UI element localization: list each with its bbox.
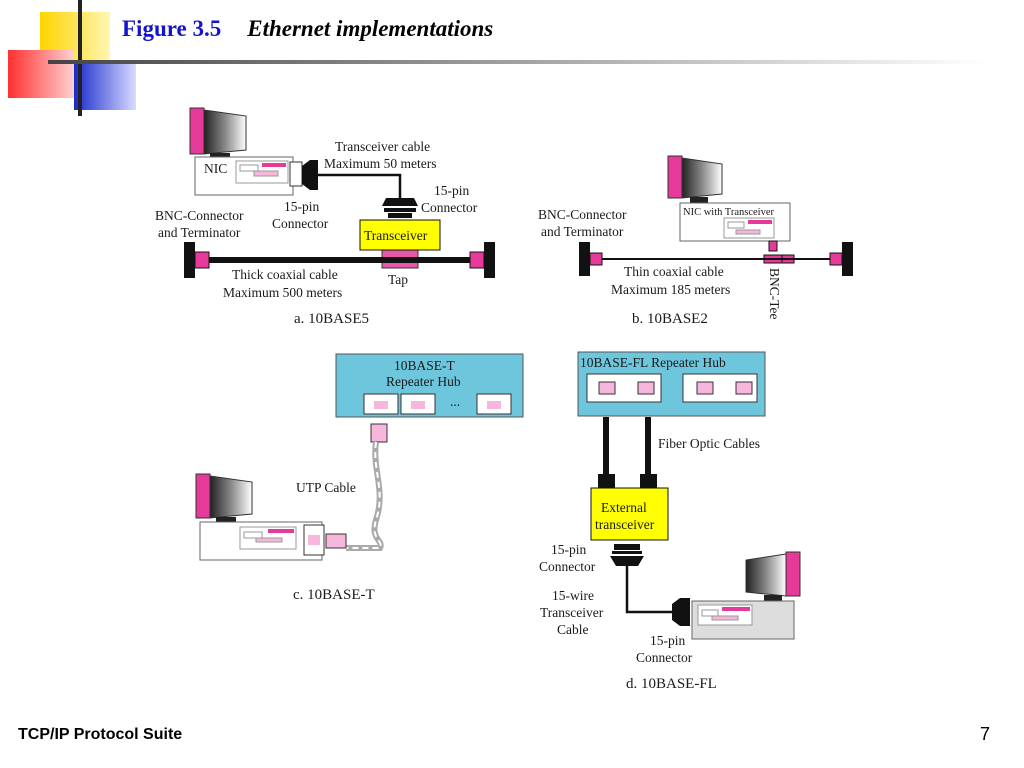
caption-c: c. 10BASE-T xyxy=(293,587,375,603)
thin-cable-max: Maximum 185 meters xyxy=(611,282,730,297)
pin-top-label: 15-pin xyxy=(551,542,586,557)
figure-label: Figure 3.5 xyxy=(122,16,222,41)
thick-coax-cable xyxy=(194,257,484,263)
computer-c xyxy=(195,473,323,561)
thick-cable-max: Maximum 500 meters xyxy=(223,285,342,300)
pin-bottom-label-2: Connector xyxy=(636,650,693,665)
ethernet-diagram: NIC Transceiver cable Maximum 50 meters … xyxy=(155,107,853,692)
terminator-right-a xyxy=(484,242,495,278)
vertical-bar xyxy=(78,0,82,116)
hub-ports-c xyxy=(363,393,512,415)
title-text: Ethernet implementations xyxy=(247,16,494,41)
diagram-10baset: 10BASE-T Repeater Hub ... UTP Cable c. 1… xyxy=(195,353,524,603)
pin-bottom-label: 15-pin xyxy=(650,633,685,648)
transceiver-cable-label: Transceiver cable xyxy=(335,139,430,154)
ext-transceiver-line1: External xyxy=(601,500,647,515)
title-underline xyxy=(48,60,988,64)
nic-transceiver-label: NIC with Transceiver xyxy=(683,207,774,218)
hub-ports-d xyxy=(586,373,758,403)
hub-d-label: 10BASE-FL Repeater Hub xyxy=(580,355,726,370)
hub-c-line1: 10BASE-T xyxy=(394,358,456,373)
diagram-10base5: NIC Transceiver cable Maximum 50 meters … xyxy=(155,107,495,327)
pin-right-label: 15-pin xyxy=(434,183,469,198)
pin-left-label-2: Connector xyxy=(272,216,329,231)
transceiver-cable-max: Maximum 50 meters xyxy=(324,156,436,171)
pin-left-label: 15-pin xyxy=(284,199,319,214)
15-pin-connector-bottom xyxy=(672,598,680,626)
ext-transceiver-line2: transceiver xyxy=(595,517,655,532)
pin-right-label-2: Connector xyxy=(421,200,478,215)
slide-title: Figure 3.5 Ethernet implementations xyxy=(122,16,493,42)
thick-cable-label: Thick coaxial cable xyxy=(232,267,338,282)
fiber-label: Fiber Optic Cables xyxy=(658,436,760,451)
15-wire-cable xyxy=(625,566,672,614)
wire-label-1: 15-wire xyxy=(552,588,594,603)
fiber-cable-1 xyxy=(603,417,609,475)
terminator-left-b xyxy=(579,242,590,276)
utp-cable-label: UTP Cable xyxy=(296,480,356,495)
rj45-plug-pc xyxy=(325,533,347,549)
caption-a: a. 10BASE5 xyxy=(294,311,369,327)
bnc-label-b-2: and Terminator xyxy=(541,224,624,239)
15-pin-connector-left xyxy=(302,160,310,190)
page-number: 7 xyxy=(980,724,991,744)
external-transceiver xyxy=(590,487,669,541)
blue-square xyxy=(74,60,136,110)
nic-label-a: NIC xyxy=(204,161,227,176)
bnc-label-b: BNC-Connector xyxy=(538,207,627,222)
corner-decoration xyxy=(8,0,988,116)
bnc-tee xyxy=(768,240,778,252)
terminator-left-a xyxy=(184,242,195,278)
terminator-right-b xyxy=(842,242,853,276)
wire-label-2: Transceiver xyxy=(540,605,604,620)
caption-b: b. 10BASE2 xyxy=(632,311,708,327)
nic-card-a xyxy=(289,161,303,187)
computer-d xyxy=(691,551,801,640)
computer-a xyxy=(189,107,294,196)
diagram-10basefl: 10BASE-FL Repeater Hub Fiber Optic Cable… xyxy=(539,351,801,692)
hub-ellipsis: ... xyxy=(450,394,460,409)
fiber-cable-2 xyxy=(645,417,651,475)
tap-label: Tap xyxy=(388,272,408,287)
transceiver-cable xyxy=(318,173,402,198)
transceiver-box xyxy=(359,219,441,251)
15-pin-connector-right xyxy=(382,198,418,206)
computer-b xyxy=(667,155,791,242)
thin-cable-label: Thin coaxial cable xyxy=(624,264,724,279)
red-square xyxy=(8,50,74,98)
bnc-tee-label: BNC-Tee xyxy=(767,268,782,320)
15-pin-connector-top xyxy=(614,544,640,550)
footer-title: TCP/IP Protocol Suite xyxy=(18,726,183,743)
rj45-plug-top xyxy=(370,423,388,443)
hub-c-line2: Repeater Hub xyxy=(386,374,461,389)
caption-d: d. 10BASE-FL xyxy=(626,676,717,692)
bnc-label-a: BNC-Connector xyxy=(155,208,244,223)
pin-top-label-2: Connector xyxy=(539,559,596,574)
diagram-10base2: BNC-Connector and Terminator NIC with Tr… xyxy=(538,155,853,327)
transceiver-label: Transceiver xyxy=(364,228,428,243)
bnc-label-a-2: and Terminator xyxy=(158,225,241,240)
wire-label-3: Cable xyxy=(557,622,589,637)
